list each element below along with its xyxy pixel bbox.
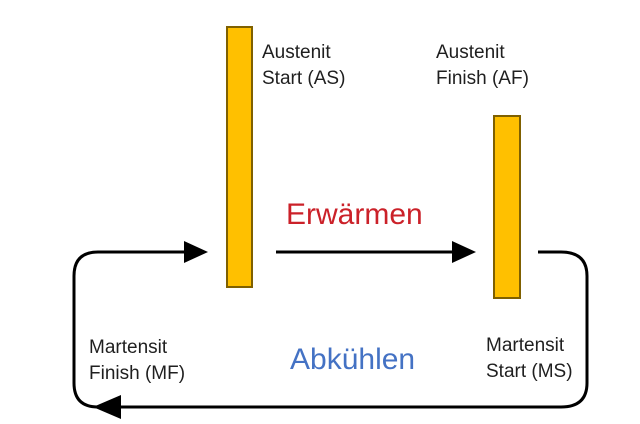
austenite-start-bar — [226, 26, 253, 288]
heating-label: Erwärmen — [286, 198, 423, 231]
cooling-loop-left-path — [72, 250, 184, 409]
austenite-finish-label: Austenit Finish (AF) — [436, 42, 529, 89]
cooling-arrowhead-icon — [93, 395, 121, 419]
loop-top-arrowhead-icon — [184, 241, 208, 263]
martensite-finish-label: Martensit Finish (MF) — [89, 337, 186, 384]
austenite-finish-bar — [493, 115, 521, 299]
austenite-start-label: Austenit Start (AS) — [262, 42, 346, 89]
heating-arrowhead-icon — [452, 241, 476, 263]
martensite-start-label: Martensit Start (MS) — [486, 335, 573, 382]
cooling-label: Abkühlen — [290, 343, 416, 376]
cooling-loop-right-path — [121, 250, 589, 409]
